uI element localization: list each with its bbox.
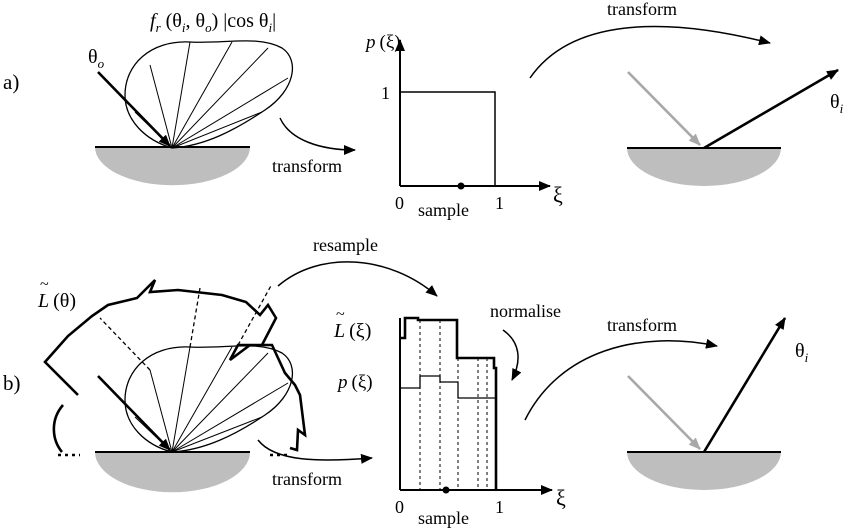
incident-arrow-gray-a [627,71,701,146]
incident-arrow-b [97,375,171,451]
surface-b [95,452,250,493]
brdf-i-sub: i [182,20,186,35]
surface-a [95,147,250,186]
theta-i-a-theta: θ [830,91,840,113]
incident-arrow-gray-b [627,375,701,450]
theta-i-label-a: θi [830,91,844,116]
brdf-i2-sub: i [269,20,273,35]
brdf-label: fr (θi, θo) |cos θi| [150,10,276,35]
L-theta-arg: (θ) [53,290,76,312]
outgoing-arrow-b [702,317,787,453]
hist-L-label: L(ξ) [333,320,371,342]
transform-label-big-b: transform [607,315,677,335]
pdf-ylabel: p(ξ) [364,32,401,53]
row-label-a: a) [3,70,19,94]
brdf-args-open: (θ [161,10,182,32]
hist-p-p: p [336,372,348,393]
L-theta-tilde: ~ [40,276,49,293]
brdf-comma: , θ [186,10,206,32]
normalise-arrow [502,329,522,381]
theta-o-sub: o [98,56,105,71]
row-label-b: b) [3,371,21,395]
svg-text:fr (θi, θo) |cos θi|: fr (θi, θo) |cos θi| [150,10,276,35]
theta-i-b-theta: θ [795,340,805,362]
brdf-r-sub: r [156,20,162,35]
resample-label: resample [313,235,378,255]
theta-i-b-sub: i [805,350,809,365]
hist-p-label: p(ξ) [336,372,373,393]
sample-label-b: sample [418,508,469,528]
histogram-plot-b: L(ξ) ~ p(ξ) 0 1 ξ sample [333,306,566,528]
theta-o-label: θo [88,46,105,71]
brdf-args-close: ) [212,10,224,32]
hist-L-arg: (ξ) [349,320,371,342]
hist-p-arg: (ξ) [352,372,373,393]
panel-a: a) fr (θi, θo) |cos θi| θo transfor [3,0,844,220]
hist-L-tilde: ~ [336,306,345,323]
resample-arrow [277,261,438,297]
L-theta-label: L(θ) [37,290,76,312]
bin-boundaries-b [99,283,273,371]
theta-i-label-b: θi [795,340,809,365]
transform-label-big-a: transform [607,0,677,19]
transform-arrow-small-b [257,439,373,464]
pdf-ylabel-p: p [364,32,376,53]
hist-L-L: L [333,320,345,342]
pdf-ylabel-arg: (ξ) [380,32,401,53]
theta-o-theta: θ [88,46,98,68]
hist-tick-x1: 1 [495,497,504,517]
sample-dot-b [442,486,450,494]
brdf-f: f [150,10,158,32]
p-histogram [400,375,496,399]
transform-label-small-b: transform [272,469,342,489]
hist-bin-lines [419,320,488,490]
pdf-xlabel: ξ [553,182,563,207]
hist-tick-x0: 0 [395,497,404,517]
pdf-uniform-box [400,91,496,186]
pdf-tick-x0: 0 [395,193,404,213]
transform-arrow-big-a [529,25,771,79]
outgoing-arrow-a [703,68,839,150]
normalise-label: normalise [490,301,561,321]
transform-label-small-a: transform [272,156,342,176]
brdf-abs-open: |cos θ [223,10,268,32]
sample-dot-a [457,182,465,190]
surface-a-right [627,148,781,186]
transform-arrow-small-a [279,117,356,155]
surface-b-right [627,452,781,490]
L-histogram [400,316,498,490]
brdf-o-sub: o [205,20,212,35]
theta-i-a-sub: i [840,101,844,116]
brdf-lobe-b [124,345,294,453]
environment-outline [43,279,307,453]
pdf-tick-y1: 1 [381,83,390,103]
L-theta-L: L [37,290,49,312]
hist-xlabel: ξ [556,485,566,510]
panel-b: b) L(θ) ~ r [3,235,809,528]
transform-arrow-big-b [524,338,718,421]
sample-label-a: sample [418,200,469,220]
pdf-tick-x1: 1 [495,193,504,213]
incident-arrow-a [97,71,171,147]
brdf-lobe-a [124,40,294,149]
brdf-abs-close: | [272,10,276,32]
pdf-plot-a: p(ξ) 1 0 1 ξ sample [364,32,563,220]
